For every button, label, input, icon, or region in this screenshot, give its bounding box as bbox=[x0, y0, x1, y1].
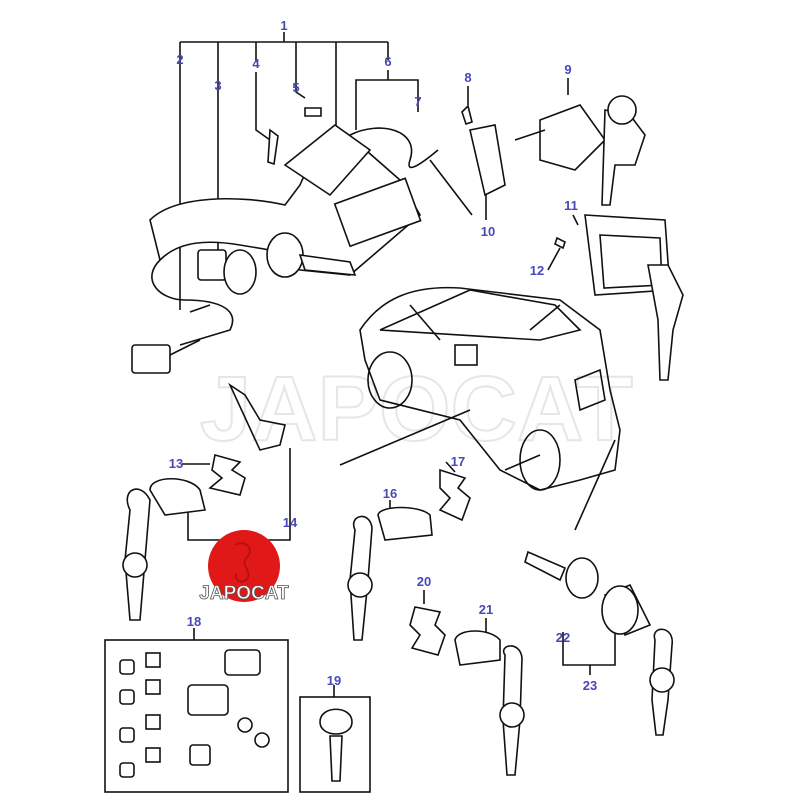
callout-5: 5 bbox=[292, 80, 299, 95]
callout-17: 17 bbox=[451, 454, 465, 469]
door-lock-20-21 bbox=[409, 606, 525, 776]
callout-14: 14 bbox=[283, 515, 298, 530]
callout-8: 8 bbox=[464, 70, 471, 85]
tailgate-lock-11 bbox=[554, 214, 684, 381]
callout-labels: 1 2 3 4 5 6 7 8 9 10 11 12 13 14 16 17 1… bbox=[169, 18, 597, 693]
callout-9: 9 bbox=[564, 62, 571, 77]
lock-set-box-18 bbox=[104, 628, 289, 793]
callout-18: 18 bbox=[187, 614, 201, 629]
callout-20: 20 bbox=[417, 574, 431, 589]
callout-21: 21 bbox=[479, 602, 493, 617]
callout-11: 11 bbox=[564, 198, 578, 213]
callout-19: 19 bbox=[327, 673, 341, 688]
callout-16: 16 bbox=[383, 486, 397, 501]
fuel-lid-lock-22-23 bbox=[524, 550, 675, 736]
japocat-logo: JAPOCAT bbox=[199, 530, 289, 604]
callout-7: 7 bbox=[414, 94, 421, 109]
callout-1: 1 bbox=[280, 18, 287, 33]
callout-13: 13 bbox=[169, 456, 183, 471]
callout-4: 4 bbox=[252, 56, 260, 71]
callout-12: 12 bbox=[530, 263, 544, 278]
blank-key-box-19 bbox=[299, 685, 371, 793]
callout-2: 2 bbox=[176, 52, 183, 67]
callout-6: 6 bbox=[384, 54, 391, 69]
door-lock-13-14 bbox=[122, 382, 286, 621]
callout-23: 23 bbox=[583, 678, 597, 693]
door-lock-16-17 bbox=[347, 468, 471, 641]
door-lock-cylinder-9 bbox=[514, 95, 646, 206]
vehicle-outline bbox=[339, 286, 621, 531]
callout-10: 10 bbox=[481, 224, 495, 239]
callout-22: 22 bbox=[556, 630, 570, 645]
callout-3: 3 bbox=[214, 78, 221, 93]
svg-text:JAPOCAT: JAPOCAT bbox=[199, 583, 289, 604]
ignition-lock-assembly bbox=[131, 104, 506, 374]
